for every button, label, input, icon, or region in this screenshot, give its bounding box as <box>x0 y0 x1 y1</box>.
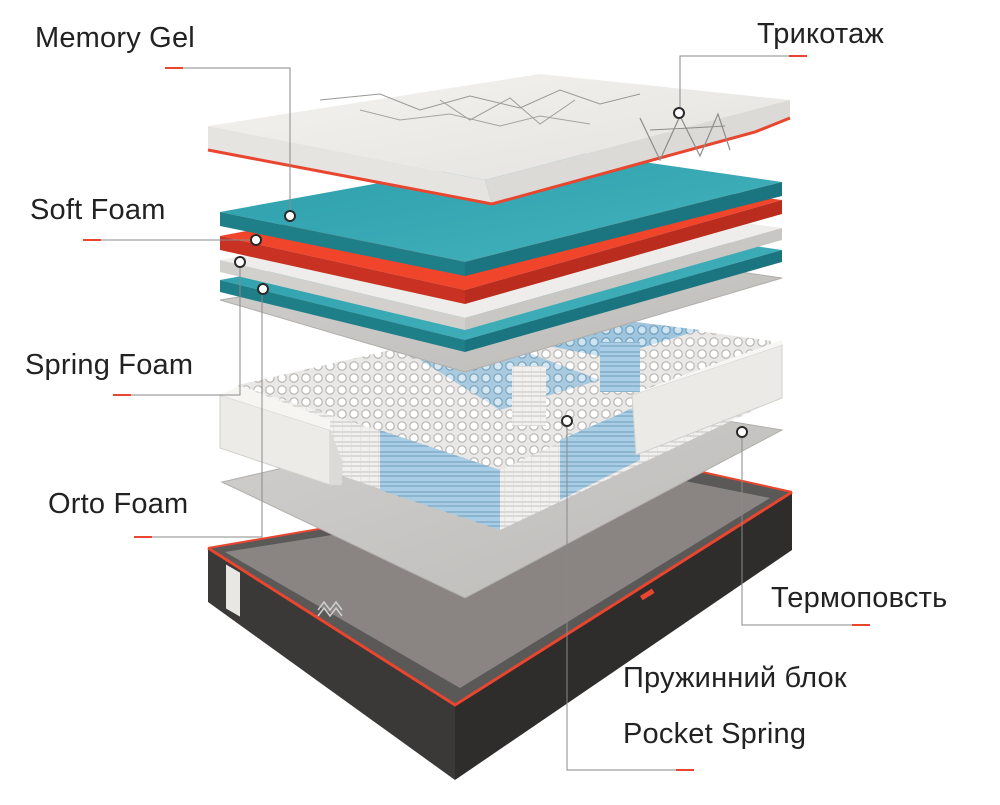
knit-cover-layer <box>207 74 791 206</box>
leader-lines <box>100 55 852 771</box>
circle-marker-icon <box>736 426 748 438</box>
leader-spring-foam <box>130 262 241 396</box>
label-soft-foam: Soft Foam <box>30 194 166 226</box>
label-pocket-spring: Pocket Spring <box>623 718 807 750</box>
label-termopovst: Термоповсть <box>771 582 948 614</box>
circle-marker-icon <box>284 210 296 222</box>
leader-orto-foam <box>150 289 263 538</box>
circle-marker-icon <box>561 415 573 427</box>
leader-trikotazh <box>679 55 807 112</box>
label-accent-ticks <box>83 55 870 771</box>
circle-marker-icon <box>250 234 262 246</box>
circle-marker-icon <box>673 107 685 119</box>
label-spring-foam: Spring Foam <box>25 349 194 381</box>
circle-marker-icon <box>257 283 269 295</box>
label-spring-block: Пружинний блок <box>623 662 847 694</box>
label-memory-gel: Memory Gel <box>35 22 195 54</box>
leader-pocket-spring <box>566 421 693 771</box>
memory-gel-layer <box>220 150 782 276</box>
leader-memory-gel <box>165 67 291 215</box>
label-trikotazh: Трикотаж <box>757 18 885 50</box>
label-orto-foam: Orto Foam <box>48 488 189 520</box>
circle-marker-icon <box>234 256 246 268</box>
regeneration-logo-icon <box>317 600 343 618</box>
leader-termopovst <box>741 432 852 626</box>
